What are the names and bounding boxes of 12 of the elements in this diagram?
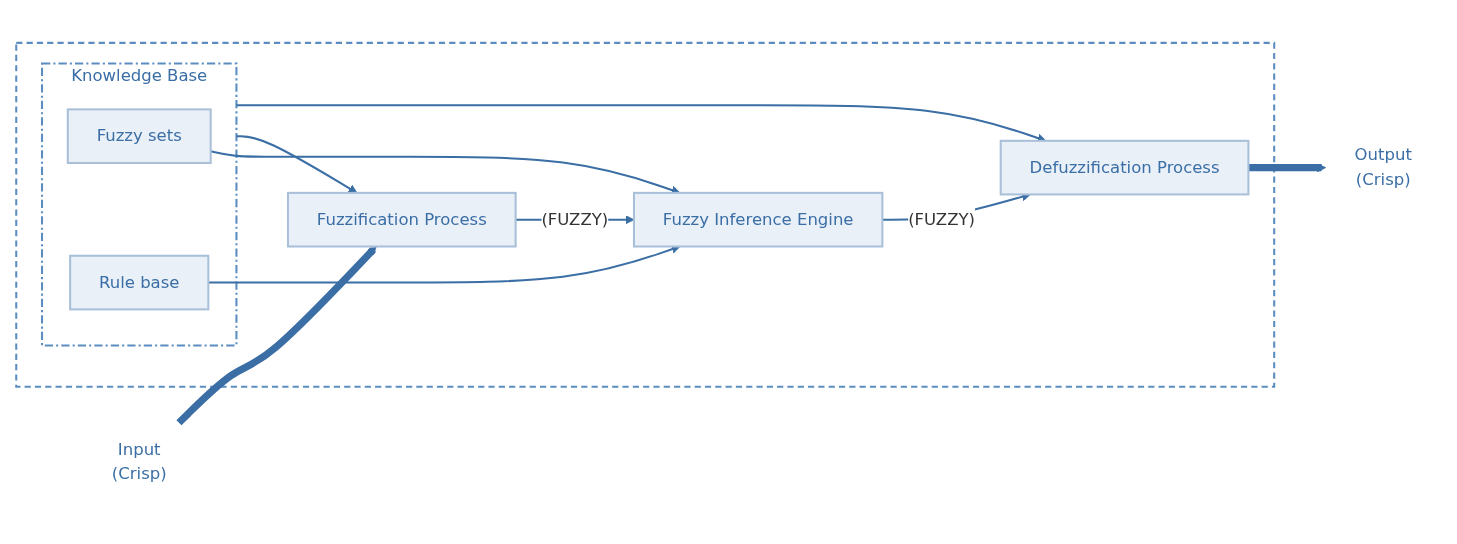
node-box: Fuzzification Process bbox=[286, 191, 517, 248]
node-text: Input (Crisp) bbox=[111, 439, 167, 484]
cluster bbox=[15, 41, 1276, 388]
arrow bbox=[176, 246, 377, 426]
node-box: Rule base bbox=[69, 254, 210, 311]
node-box: Fuzzy Inference Engine bbox=[632, 191, 884, 248]
edge-label: (FUZZY) bbox=[908, 209, 975, 229]
node-box: Defuzzification Process bbox=[999, 139, 1250, 196]
arrow bbox=[1248, 163, 1327, 173]
edge-label: (FUZZY) bbox=[541, 209, 609, 229]
node-box: Fuzzy sets bbox=[66, 108, 212, 164]
node-text: Output (Crisp) bbox=[1354, 144, 1412, 190]
